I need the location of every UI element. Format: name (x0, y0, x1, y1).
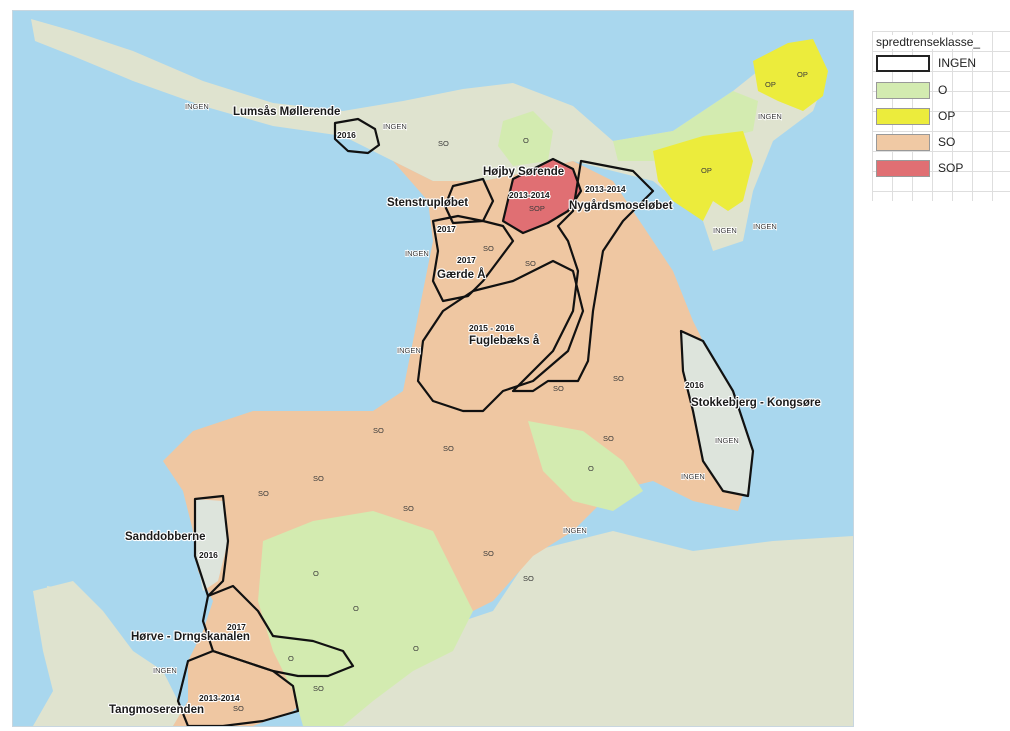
label-tangmose: Tangmoserenden (109, 704, 204, 716)
zone-o-northeast (613, 91, 758, 161)
year-gaerde-2: 2017 (457, 255, 476, 265)
boundary-sanddobberne (193, 494, 230, 598)
class-labels: SO SO SO SO SO SO SO SO SO SO SO SO SO S… (152, 70, 808, 713)
class-label-ingen: INGEN (563, 526, 587, 535)
class-label-ingen: INGEN (713, 226, 737, 235)
year-fuglebaek: 2015 - 2016 (469, 323, 515, 333)
class-label-so: SO (313, 684, 324, 693)
boundary-nygards (511, 159, 655, 393)
zone-op-tip (753, 39, 828, 111)
class-label-so: SO (523, 574, 534, 583)
class-label-so: SO (373, 426, 384, 435)
boundary-lumsas (333, 117, 381, 155)
class-label-o: O (288, 654, 294, 663)
legend-label-op: OP (938, 109, 956, 123)
class-label-sop: SOP (529, 204, 545, 213)
class-label-ingen: INGEN (153, 666, 177, 675)
legend-label-ingen: INGEN (938, 56, 977, 70)
legend-label-so: SO (938, 135, 956, 149)
legend-item-sop: SOP (876, 158, 1008, 178)
year-sanddobberne: 2016 (199, 550, 218, 560)
class-label-o: O (523, 136, 529, 145)
year-horve: 2017 (227, 622, 246, 632)
legend-item-ingen: INGEN (876, 53, 1008, 73)
class-label-ingen: INGEN (715, 436, 739, 445)
class-label-so: SO (613, 374, 624, 383)
class-label-o: O (353, 604, 359, 613)
zone-o-east (528, 421, 643, 511)
legend-swatch-op (876, 108, 930, 125)
class-label-ingen: INGEN (405, 249, 429, 258)
class-label-so: SO (313, 474, 324, 483)
class-label-so: SO (483, 549, 494, 558)
boundary-hojby (501, 157, 583, 235)
class-label-so: SO (443, 444, 454, 453)
legend-label-o: O (938, 83, 948, 97)
legend-item-o: O (876, 80, 1008, 100)
class-label-o: O (313, 569, 319, 578)
legend-item-so: SO (876, 132, 1008, 152)
class-label-op: OP (765, 80, 776, 89)
class-label-ingen: INGEN (681, 472, 705, 481)
label-gaerde: Gærde Å (437, 268, 486, 281)
year-gaerde-1: 2017 (437, 224, 456, 234)
year-stokkebjerg: 2016 (685, 380, 704, 390)
legend-swatch-so (876, 134, 930, 151)
legend-item-op: OP (876, 106, 1008, 126)
zone-ingen-east-coast (681, 331, 753, 496)
class-label-ingen: INGEN (383, 122, 407, 131)
class-label-so: SO (258, 489, 269, 498)
catchment-boundaries (176, 117, 755, 726)
zone-o-southwest (258, 511, 473, 726)
label-nygards: Nygårdsmoseløbet (569, 200, 673, 212)
boundary-fuglebaek (416, 259, 585, 413)
class-label-ingen: INGEN (397, 346, 421, 355)
zone-op-northeast (653, 131, 753, 221)
legend-swatch-ingen (876, 55, 930, 72)
legend-title: spredtrenseklasse_ (876, 35, 981, 49)
class-label-so: SO (525, 259, 536, 268)
boundary-gaerde (431, 214, 515, 303)
boundary-stokkebjerg (679, 329, 755, 498)
class-label-so: SO (603, 434, 614, 443)
legend-swatch-o (876, 82, 930, 99)
zone-ingen-west-coast (195, 499, 228, 591)
class-label-so: SO (233, 704, 244, 713)
year-lumsas: 2016 (337, 130, 356, 140)
year-nygards: 2013-2014 (585, 184, 626, 194)
legend-label-sop: SOP (938, 161, 964, 175)
catchment-labels: Lumsås Møllerende 2016 Højby Sørende 201… (108, 105, 822, 717)
map-panel[interactable]: SO SO SO SO SO SO SO SO SO SO SO SO SO S… (12, 10, 854, 727)
year-tangmose: 2013-2014 (199, 693, 240, 703)
label-hojby: Højby Sørende (483, 166, 564, 178)
class-label-so: SO (553, 384, 564, 393)
label-stenstrup: Stenstrupløbet (387, 197, 468, 209)
class-label-op: OP (797, 70, 808, 79)
small-island (47, 586, 73, 641)
north-arm-land (31, 19, 828, 251)
class-label-ingen: INGEN (758, 112, 782, 121)
class-label-ingen: INGEN (185, 102, 209, 111)
class-label-ingen: INGEN (753, 222, 777, 231)
label-fuglebaek: Fuglebæks å (469, 335, 540, 347)
class-label-so: SO (483, 244, 494, 253)
class-label-o: O (588, 464, 594, 473)
class-label-so: SO (403, 504, 414, 513)
label-horve: Hørve - Drngskanalen (131, 631, 250, 643)
year-hojby: 2013-2014 (509, 190, 550, 200)
zone-o-north (498, 111, 553, 166)
legend: spredtrenseklasse_ INGEN O OP SO SOP (872, 31, 1010, 201)
class-label-op: OP (701, 166, 712, 175)
legend-swatch-sop (876, 160, 930, 177)
label-lumsas: Lumsås Møllerende (233, 106, 340, 118)
class-label-so: SO (438, 139, 449, 148)
label-stokkebjerg: Stokkebjerg - Kongsøre (691, 397, 821, 409)
map-canvas[interactable]: SO SO SO SO SO SO SO SO SO SO SO SO SO S… (13, 11, 853, 726)
class-label-so: SO (468, 334, 479, 343)
boundary-tangmose (176, 649, 300, 726)
southern-land (313, 531, 853, 726)
label-sanddobberne: Sanddobberne (125, 531, 206, 543)
class-label-o: O (413, 644, 419, 653)
